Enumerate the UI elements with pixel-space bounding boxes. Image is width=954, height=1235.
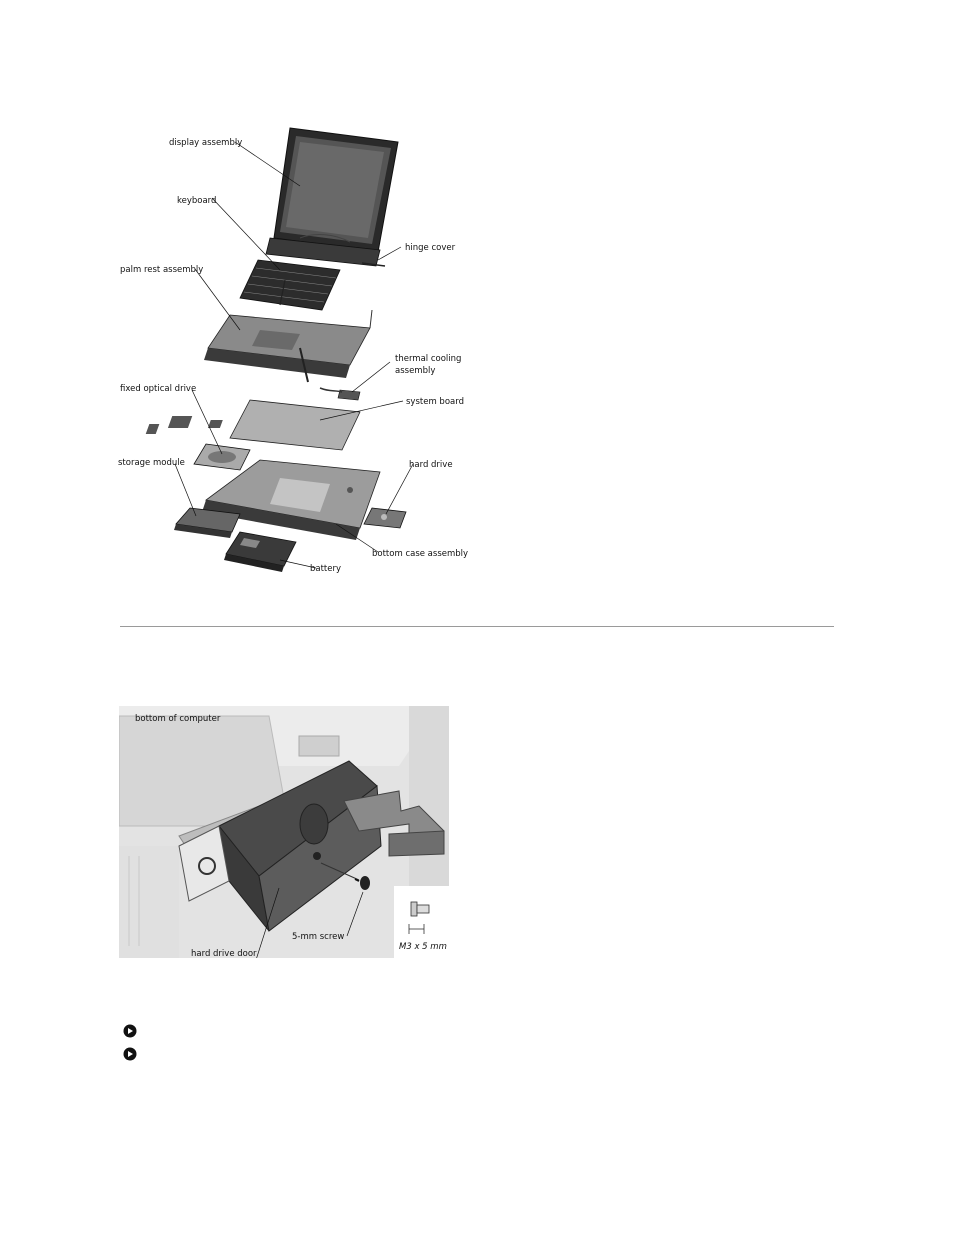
label-screw-size: M3 x 5 mm xyxy=(399,942,447,952)
thermal-cooling-part xyxy=(319,387,361,401)
label-keyboard: keyboard xyxy=(177,196,216,206)
system-board-part xyxy=(145,399,361,451)
label-hard-drive: hard drive xyxy=(409,460,453,470)
removal-arrow-icon xyxy=(343,790,445,857)
bottom-case-part xyxy=(202,459,381,540)
screw-part xyxy=(320,862,370,890)
label-system-board: system board xyxy=(406,397,464,407)
label-hinge-cover: hinge cover xyxy=(405,243,456,253)
label-bottom-of-computer: bottom of computer xyxy=(135,714,221,724)
keyboard-part xyxy=(239,259,341,311)
label-palm-rest-assembly: palm rest assembly xyxy=(120,265,203,275)
fixed-optical-drive-part xyxy=(193,443,251,471)
hard-drive-part xyxy=(363,507,407,529)
label-display-assembly: display assembly xyxy=(169,138,242,148)
hard-drive-removal-figure: bottom of computer 5-mm screw hard drive… xyxy=(119,706,449,958)
battery-part xyxy=(224,531,297,572)
storage-module-part xyxy=(174,507,241,538)
exploded-view-figure: display assembly keyboard hinge cover pa… xyxy=(118,127,468,574)
notice-icon xyxy=(123,1024,137,1038)
palm-rest-part xyxy=(204,309,373,383)
label-battery: battery xyxy=(310,564,341,574)
section-divider xyxy=(120,626,834,627)
label-thermal-cooling-line2: assembly xyxy=(395,366,435,376)
label-thermal-cooling-line1: thermal cooling xyxy=(395,354,461,364)
label-fixed-optical-drive: fixed optical drive xyxy=(120,384,196,394)
label-bottom-case-assembly: bottom case assembly xyxy=(372,549,468,559)
label-storage-module: storage module xyxy=(118,458,185,468)
hinge-cover-part xyxy=(265,234,386,267)
display-assembly-part xyxy=(273,127,399,260)
hard-drive-door-part xyxy=(218,760,382,932)
notice-icon xyxy=(123,1047,137,1061)
label-hard-drive-door: hard drive door xyxy=(191,949,257,958)
screw-size-icon xyxy=(408,901,430,934)
label-5mm-screw: 5-mm screw xyxy=(292,932,344,942)
